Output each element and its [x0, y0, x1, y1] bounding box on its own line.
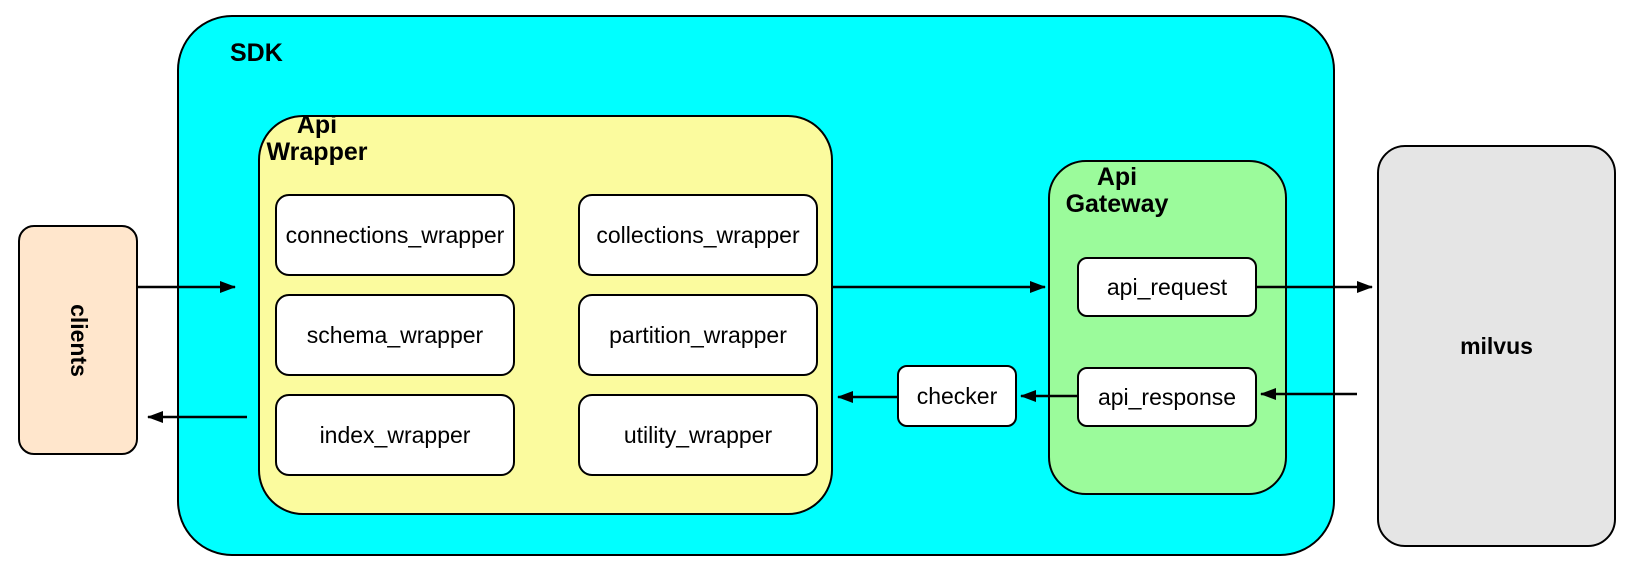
api-wrapper-title: Api Wrapper [247, 112, 387, 166]
utility-wrapper-box: utility_wrapper [578, 394, 818, 476]
api-gateway-title-line1: Api [1096, 163, 1138, 191]
connections-wrapper-box: connections_wrapper [275, 194, 515, 276]
partition-wrapper-box: partition_wrapper [578, 294, 818, 376]
api-wrapper-title-line1: Api [296, 111, 338, 139]
index-wrapper-box: index_wrapper [275, 394, 515, 476]
milvus-label: milvus [1460, 332, 1533, 359]
clients-label: clients [65, 303, 92, 377]
api-response-box: api_response [1077, 367, 1257, 427]
checker-box: checker [897, 365, 1017, 427]
api-wrapper-title-line2: Wrapper [266, 138, 368, 166]
api-gateway-title-line2: Gateway [1065, 190, 1169, 218]
milvus-box: milvus [1377, 145, 1616, 547]
schema-wrapper-box: schema_wrapper [275, 294, 515, 376]
clients-box: clients [18, 225, 138, 455]
sdk-title: SDK [230, 39, 283, 67]
api-gateway-title: Api Gateway [1047, 164, 1187, 218]
collections-wrapper-box: collections_wrapper [578, 194, 818, 276]
api-request-box: api_request [1077, 257, 1257, 317]
api-gateway-group [1048, 160, 1287, 495]
